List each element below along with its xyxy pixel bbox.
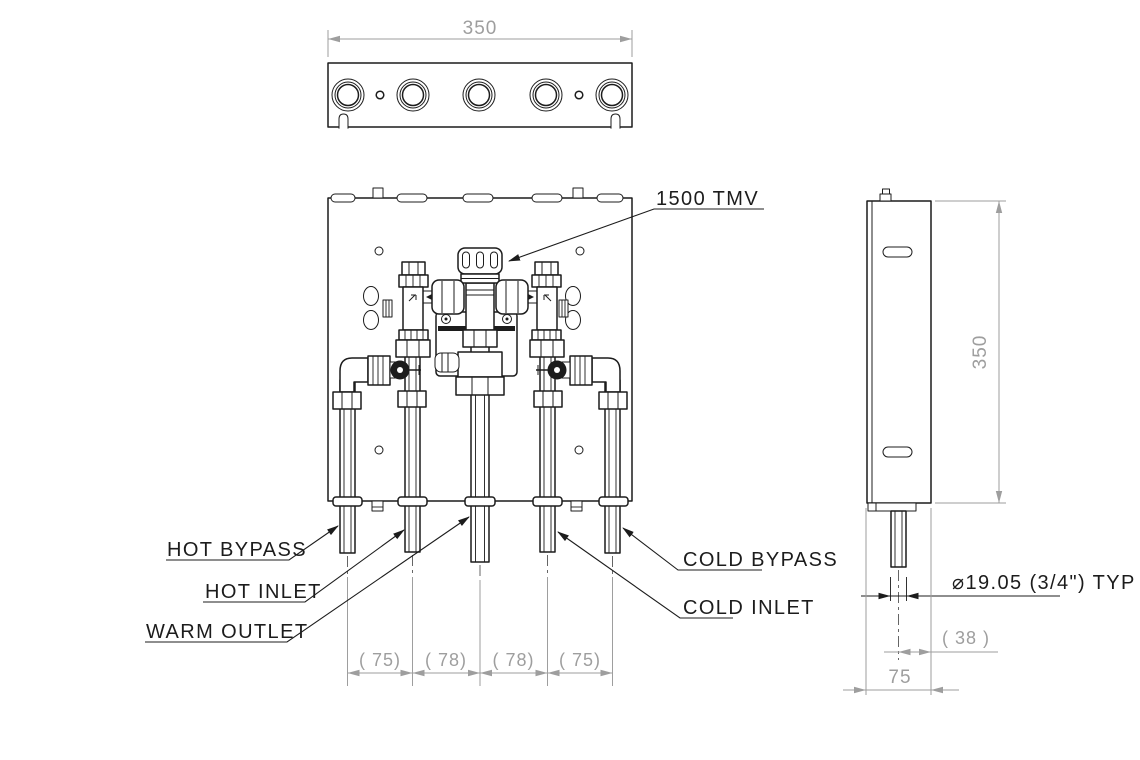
- pilot-hole: [574, 90, 584, 100]
- panel-holes: [374, 246, 585, 455]
- dim-height-text: 350: [970, 335, 991, 370]
- label-hot-inlet: HOT INLET: [205, 581, 322, 603]
- hot-isolating-valve: [363, 261, 431, 358]
- label-warm-outlet: WARM OUTLET: [146, 621, 308, 643]
- callouts: 1500 TMV HOT BYPASS HOT INLET WARM OUTLE…: [145, 188, 838, 643]
- top-view-enclosure: [327, 62, 633, 128]
- dim-depth-text: 75: [888, 667, 911, 688]
- cold-bypass-valve: [533, 355, 628, 410]
- test-port: [434, 352, 460, 373]
- pipe-cold-inlet: [539, 355, 556, 553]
- dim-diameter-text: ⌀19.05 (3/4") TYP: [952, 572, 1136, 594]
- side-pipe: [890, 510, 907, 568]
- dim-spacing-2: ( 78): [425, 650, 467, 670]
- dim-port-spacing: ( 75) ( 78) ( 78) ( 75): [347, 577, 613, 686]
- dim-spacing-3: ( 78): [492, 650, 534, 670]
- top-view: [327, 62, 633, 129]
- dim-spacing-4: ( 75): [559, 650, 601, 670]
- panel-top-slots: [330, 187, 624, 203]
- side-slot: [882, 246, 913, 258]
- tmv-union-left: [431, 279, 465, 315]
- label-tmv: 1500 TMV: [656, 188, 759, 210]
- tmv-assembly: [423, 247, 537, 396]
- label-hot-bypass: HOT BYPASS: [167, 539, 307, 561]
- dim-width-text: 350: [463, 18, 498, 39]
- label-cold-bypass: COLD BYPASS: [683, 549, 838, 571]
- dim-overall-width: 350: [327, 18, 633, 57]
- label-cold-inlet: COLD INLET: [683, 597, 815, 619]
- dim-offset-text: ( 38 ): [942, 628, 990, 648]
- side-view: [866, 188, 932, 660]
- dim-overall-height: 350: [935, 200, 1006, 504]
- bulkhead-collars: [332, 496, 629, 512]
- hot-bypass-valve: [332, 355, 427, 410]
- dim-pipe-offset: ( 38 ): [865, 508, 998, 695]
- keyhole-notch: [338, 113, 349, 129]
- center-union-upper: [462, 329, 498, 348]
- center-union-lower: [455, 376, 505, 396]
- cold-isolating-valve: [529, 261, 581, 358]
- dim-pipe-diameter: ⌀19.05 (3/4") TYP: [861, 572, 1136, 601]
- pilot-hole: [375, 90, 385, 100]
- outlet-elbow: [457, 351, 503, 378]
- dim-depth: 75: [843, 667, 959, 694]
- tmv-union-right: [495, 279, 529, 315]
- pipe-hot-inlet: [404, 355, 421, 553]
- dim-spacing-1: ( 75): [359, 650, 401, 670]
- keyhole-notch: [610, 113, 621, 129]
- side-enclosure: [866, 200, 932, 504]
- side-slot: [882, 446, 913, 458]
- front-view: [327, 187, 633, 578]
- tmv-body: [465, 282, 495, 331]
- top-view-ports: [331, 78, 629, 112]
